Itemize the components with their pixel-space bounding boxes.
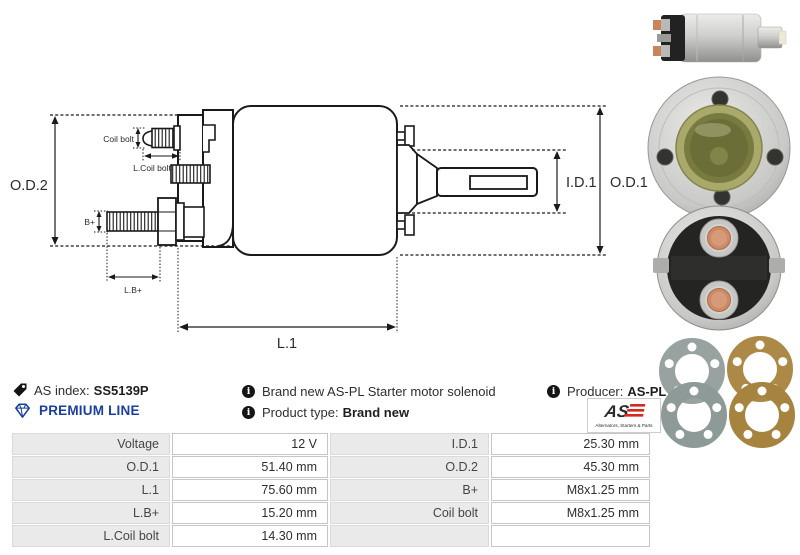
diamond-icon: [15, 403, 30, 418]
dim-label-l1: L.1: [277, 336, 297, 352]
info-icon: i: [547, 384, 560, 398]
table-row: L.B+ 15.20 mm: [12, 502, 328, 524]
mount-stud-bottom: [396, 220, 406, 230]
photo-terminals-bottom: [653, 205, 785, 331]
producer-value: AS-PL: [627, 383, 667, 399]
cap-step-detail: [203, 124, 216, 153]
spec-label: O.D.1: [12, 456, 170, 478]
spec-value: [491, 525, 650, 547]
description-text: Brand new AS-PL Starter motor solenoid: [262, 383, 496, 399]
table-row: B+ M8x1.25 mm: [330, 479, 650, 501]
spec-label: Voltage: [12, 433, 170, 455]
bplus-bracket: [183, 206, 205, 238]
product-photos: [647, 13, 800, 450]
shaft-flange: [396, 144, 418, 214]
as-index-value: SS5139P: [93, 382, 149, 398]
bplus-hex-nut: [157, 197, 177, 246]
table-row: I.D.1 25.30 mm: [330, 433, 650, 455]
producer-label: Producer:: [567, 383, 624, 399]
spec-label: [330, 525, 489, 547]
info-icon: i: [242, 405, 255, 419]
spec-value: 45.30 mm: [491, 456, 650, 478]
spec-label: L.Coil bolt: [12, 525, 170, 547]
spec-label: Coil bolt: [330, 502, 489, 524]
as-index-line: AS index: SS5139P: [12, 382, 149, 398]
as-pl-logo-text: AS: [602, 401, 631, 421]
spec-label: B+: [330, 479, 489, 501]
product-type-value: Brand new: [342, 404, 410, 420]
product-type-line: i Product type: Brand new: [242, 404, 409, 420]
table-row: O.D.1 51.40 mm: [12, 456, 328, 478]
spec-value: 25.30 mm: [491, 433, 650, 455]
dim-label-l-coil-bolt: L.Coil bolt: [133, 163, 171, 173]
coil-bolt-threads: [151, 127, 175, 149]
shaft-slot: [469, 175, 528, 190]
premium-line: PREMIUM LINE: [12, 402, 140, 418]
dim-label-bplus: B+: [84, 217, 95, 227]
bplus-washer: [175, 202, 185, 241]
spec-value: M8x1.25 mm: [491, 502, 650, 524]
spec-table-left: Voltage 12 V O.D.1 51.40 mm L.1 75.60 mm…: [12, 433, 328, 548]
table-row: Coil bolt M8x1.25 mm: [330, 502, 650, 524]
table-row: Voltage 12 V: [12, 433, 328, 455]
info-icon: i: [242, 384, 255, 398]
spec-value: 75.60 mm: [172, 479, 328, 501]
spec-table-right: I.D.1 25.30 mm O.D.2 45.30 mm B+ M8x1.25…: [330, 433, 650, 548]
product-type-label: Product type:: [262, 404, 339, 420]
producer-line: i Producer: AS-PL: [547, 383, 666, 399]
shaft-cone: [416, 152, 438, 206]
table-row: L.1 75.60 mm: [12, 479, 328, 501]
technical-drawing: O.D.2 Coil bolt L.Coil bolt B+ L.B+: [10, 105, 648, 352]
spec-value: 14.30 mm: [172, 525, 328, 547]
spec-value: M8x1.25 mm: [491, 479, 650, 501]
spec-label: L.B+: [12, 502, 170, 524]
photo-flange-top: [647, 76, 791, 220]
spec-value: 51.40 mm: [172, 456, 328, 478]
dim-label-lbplus: L.B+: [124, 285, 142, 295]
premium-line-label: PREMIUM LINE: [39, 402, 140, 418]
dim-label-id1: I.D.1: [566, 175, 597, 191]
dim-label-od2: O.D.2: [10, 178, 48, 194]
table-row: L.Coil bolt 14.30 mm: [12, 525, 328, 547]
dim-label-coil-bolt: Coil bolt: [103, 134, 134, 144]
coil-bolt-washer: [173, 125, 181, 151]
spec-value: 12 V: [172, 433, 328, 455]
spec-label: I.D.1: [330, 433, 489, 455]
as-pl-logo: AS Alternators, Starters & Parts: [587, 398, 661, 433]
coil-bolt-tip: [142, 130, 153, 147]
photo-gasket-set: [665, 341, 790, 441]
spec-label: O.D.2: [330, 456, 489, 478]
table-row: [330, 525, 650, 547]
dim-label-od1: O.D.1: [610, 175, 648, 191]
mount-stud-top: [396, 131, 406, 141]
photo-solenoid-side: [653, 13, 787, 63]
table-row: O.D.2 45.30 mm: [330, 456, 650, 478]
bplus-threads: [106, 211, 159, 232]
tag-icon: [13, 383, 27, 397]
spec-label: L.1: [12, 479, 170, 501]
coil-thread-boss: [170, 164, 211, 184]
description-line: i Brand new AS-PL Starter motor solenoid: [242, 383, 496, 399]
as-pl-logo-tagline: Alternators, Starters & Parts: [595, 423, 653, 428]
spec-value: 15.20 mm: [172, 502, 328, 524]
as-index-label: AS index:: [34, 382, 90, 398]
solenoid-body: [232, 105, 398, 256]
